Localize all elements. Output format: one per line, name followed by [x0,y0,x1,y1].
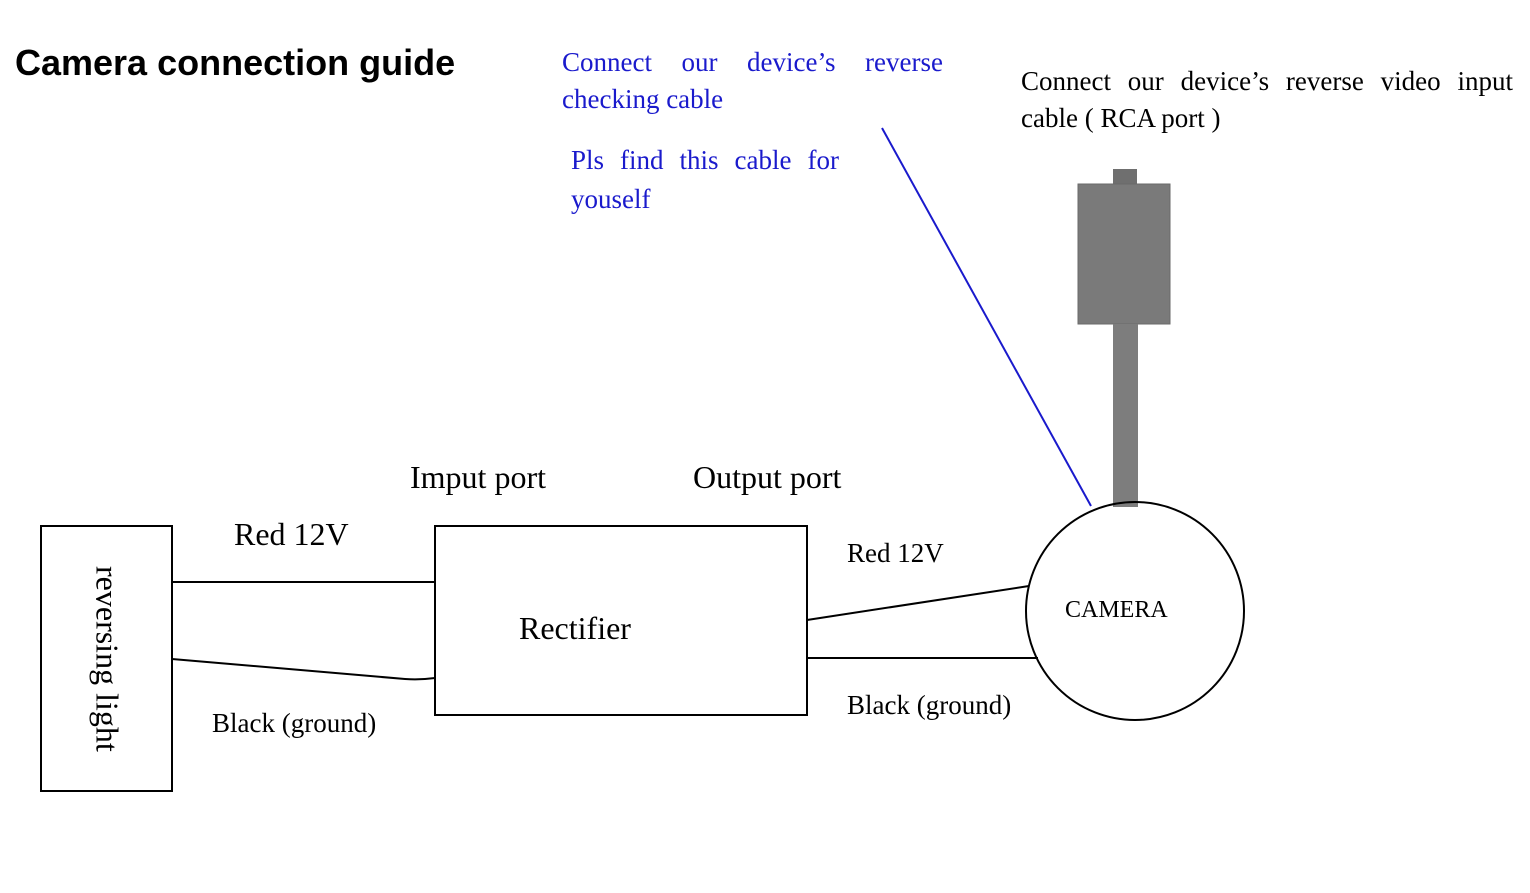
reversing-light-label: reversing light [89,566,126,752]
diagram-title: Camera connection guide [15,42,456,83]
find-cable-note: Pls find this cable for youself [571,145,839,214]
rectifier-label: Rectifier [519,610,631,646]
right-black-wire-label: Black (ground) [847,690,1012,720]
camera-label: CAMERA [1065,597,1168,623]
left-black-wire-label: Black (ground) [212,708,377,738]
reverse-cable-pointer-line [881,127,1092,507]
right-red-wire-label: Red 12V [847,538,944,568]
rca-connector-tip [1113,169,1137,185]
rca-connector-body [1077,183,1171,325]
input-port-label: Imput port [410,459,546,495]
reversing-light-label-wrap: reversing light [42,527,172,791]
reversing-light-box [40,525,173,792]
right-red-wire [806,585,1030,621]
left-red-wire-label: Red 12V [234,516,349,552]
output-port-label: Output port [693,459,842,495]
rca-cable [1113,324,1138,507]
rectifier-box [434,525,808,716]
reverse-checking-cable-note: Connect our device’s reverse checking ca… [562,47,943,114]
left-black-wire [171,658,436,681]
rca-video-input-note: Connect our device’s reverse video input… [1021,66,1513,133]
camera-circle [1025,501,1245,721]
